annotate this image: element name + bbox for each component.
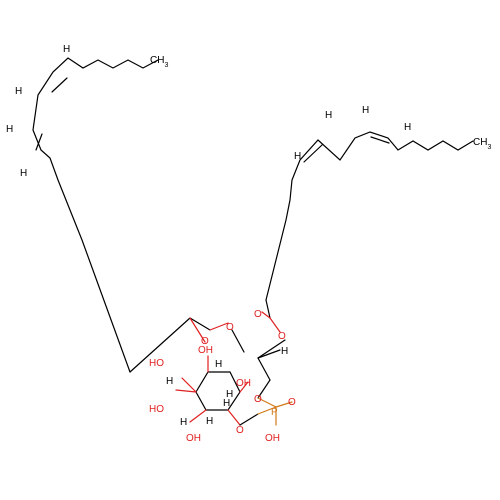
hydroxyl-label: OH (186, 433, 201, 444)
hydrogen-label: H (294, 151, 301, 162)
hydrogen-label: H (6, 124, 13, 135)
hydrogen-label: H (226, 389, 233, 400)
carbonyl-oxygen-label: O (201, 336, 209, 347)
phosphate-oxygen-label: O (288, 397, 296, 408)
hydroxyl-label: OH (198, 345, 213, 356)
hydrogen-label: H (63, 44, 70, 55)
right-acyl-chain (265, 131, 474, 301)
phosphate-link-oxygen-label: O (254, 394, 262, 405)
phosphate-hydroxyl-label: OH (265, 433, 280, 444)
hydrogen-label: H (223, 398, 230, 409)
phosphorus-label: P (271, 407, 278, 418)
hydrogen-label: H (166, 376, 173, 387)
ester-linkages (129, 299, 286, 399)
methyl-label: CH3 (150, 55, 168, 69)
carbonyl-oxygen-label: O (254, 309, 262, 320)
hydrogen-label: H (20, 168, 27, 179)
hydroxyl-label: OH (236, 378, 251, 389)
hydrogen-label: H (362, 105, 369, 116)
ester-oxygen-label: O (278, 331, 286, 342)
hydrogen-label: H (215, 359, 222, 370)
methyl-label: CH3 (473, 137, 491, 151)
inositol-ring (175, 355, 293, 426)
hydrogen-label: H (180, 417, 187, 428)
left-acyl-chain (32, 57, 159, 373)
hydroxyl-label: HO (149, 358, 164, 369)
hydrogen-label: H (404, 122, 411, 133)
ring-oxygen-label: O (236, 425, 244, 436)
ester-oxygen-label: O (226, 322, 234, 333)
hydrogen-label: H (325, 110, 332, 121)
hydrogen-label: H (206, 416, 213, 427)
hydrogen-label: H (281, 346, 288, 357)
hydrogen-label: H (15, 86, 22, 97)
hydroxyl-label: HO (149, 404, 164, 415)
